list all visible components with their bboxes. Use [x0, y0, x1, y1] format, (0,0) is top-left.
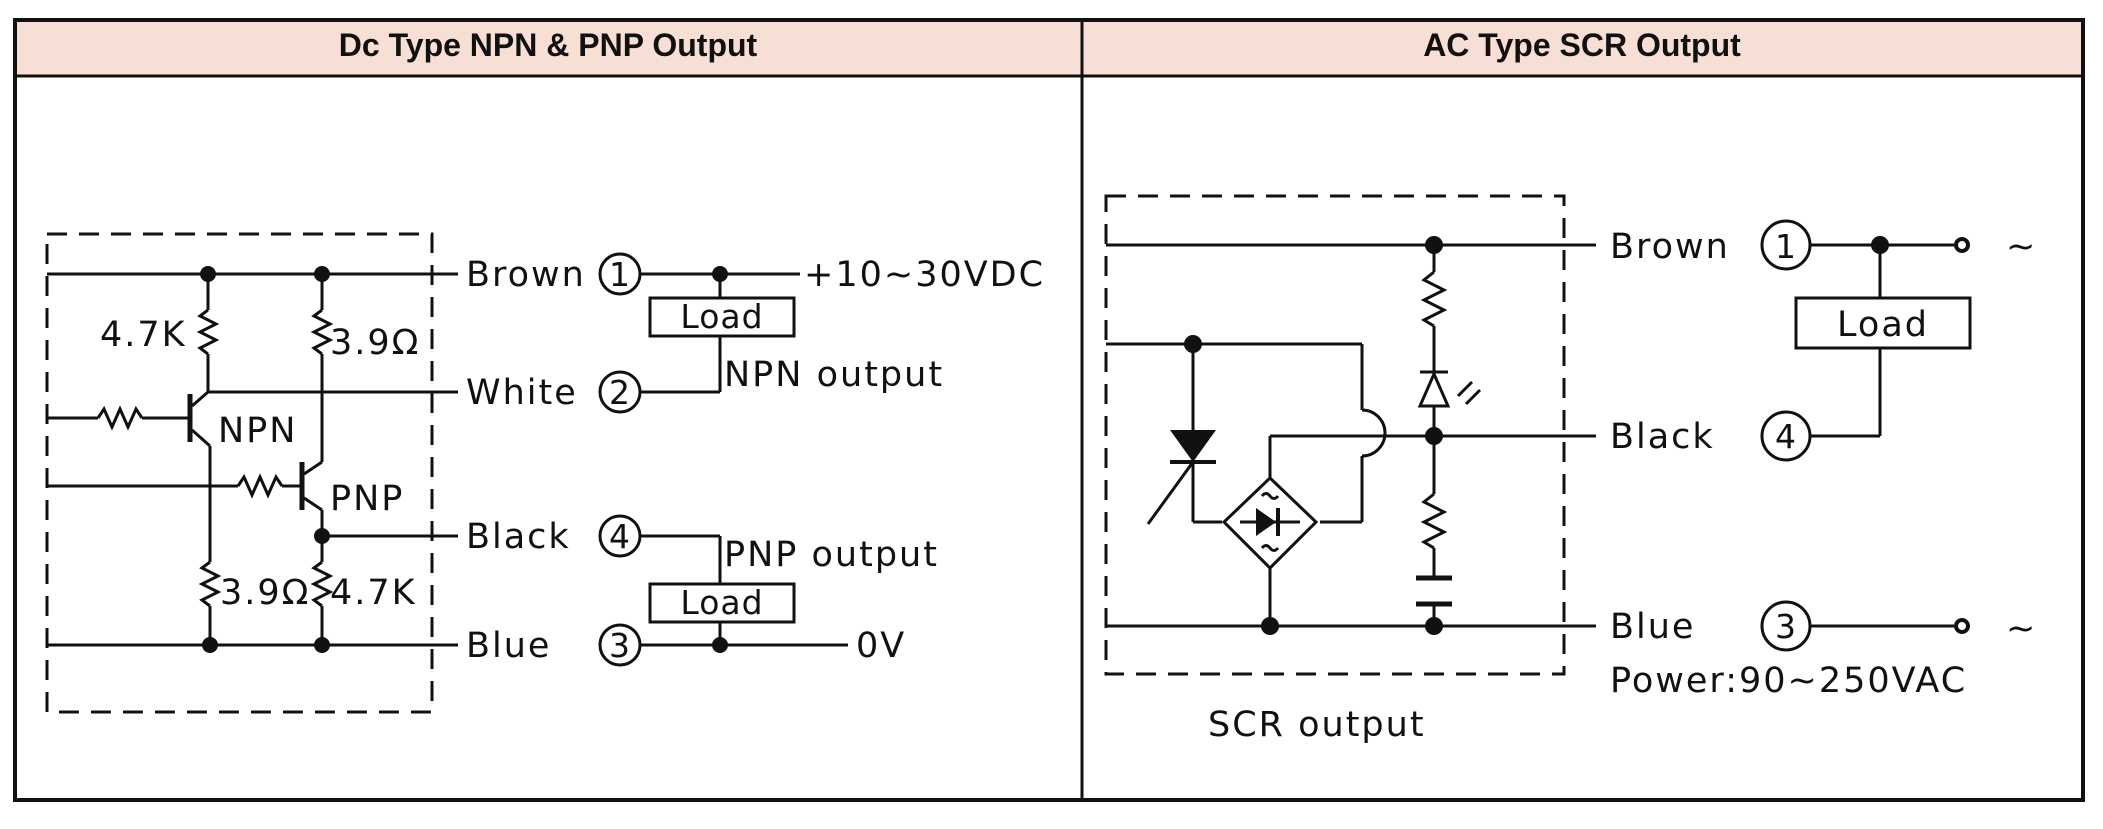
ac-tilde-bottom: ~: [2006, 609, 2037, 649]
ac-tilde-top: ~: [2006, 227, 2037, 267]
dc-load-npn: Load: [680, 297, 763, 336]
ac-wire-black: Black: [1610, 417, 1715, 457]
dc-terminal-1: 1: [609, 255, 631, 294]
header-ac: AC Type SCR Output: [1423, 27, 1741, 63]
dc-wire-white: White: [466, 373, 578, 413]
dc-ground-label: 0V: [856, 626, 906, 666]
ac-power-label: Power:90~250VAC: [1610, 661, 1967, 701]
dc-r-right-bottom: 4.7K: [330, 573, 417, 613]
ac-caption: SCR output: [1208, 705, 1426, 745]
dc-circuit: [45, 232, 848, 714]
dc-npn-label: NPN: [218, 411, 297, 451]
dc-pnp-output: PNP output: [724, 535, 939, 575]
dc-supply-label: +10~30VDC: [804, 255, 1045, 295]
dc-wire-blue: Blue: [466, 626, 551, 666]
ac-terminal-1: 1: [1775, 227, 1797, 266]
ac-sensor-box: [1104, 194, 1566, 676]
dc-load-pnp: Load: [680, 583, 763, 622]
dc-r-right-top: 3.9Ω: [330, 323, 420, 363]
dc-r-left-top: 4.7K: [100, 315, 187, 355]
dc-r-left-bottom: 3.9Ω: [220, 573, 310, 613]
outer-frame: [13, 18, 2085, 802]
header-dc: Dc Type NPN & PNP Output: [339, 27, 758, 63]
dc-terminal-4: 4: [609, 517, 631, 556]
ac-load: Load: [1837, 305, 1929, 345]
ac-wire-brown: Brown: [1610, 227, 1730, 267]
dc-sensor-box: [45, 232, 434, 714]
ac-circuit: [1104, 194, 1972, 676]
dc-npn-output: NPN output: [724, 355, 944, 395]
header-band: [15, 20, 2083, 76]
ac-terminal-3: 3: [1775, 607, 1797, 646]
ac-wire-blue: Blue: [1610, 607, 1695, 647]
ac-terminal-4: 4: [1775, 417, 1797, 456]
dc-pnp-label: PNP: [330, 479, 404, 519]
dc-wire-black: Black: [466, 517, 571, 557]
dc-terminal-2: 2: [609, 373, 631, 412]
dc-wire-brown: Brown: [466, 255, 586, 295]
dc-terminal-3: 3: [609, 626, 631, 665]
